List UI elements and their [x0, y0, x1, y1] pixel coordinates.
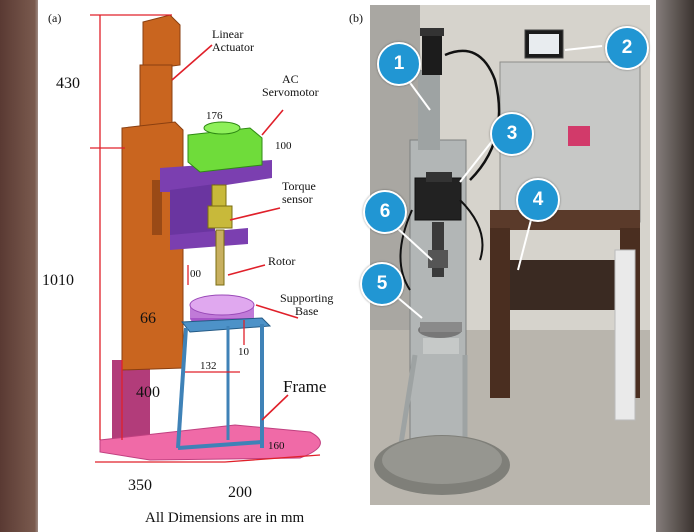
panel-a-label: (a): [48, 11, 62, 25]
marker-5: 5: [360, 262, 404, 306]
servomotor-flange: [203, 121, 241, 135]
bracket-web: [170, 184, 215, 244]
dimension-430: 430: [56, 75, 80, 92]
frame-base-plate: [99, 424, 321, 461]
dimension-160: 160: [268, 440, 285, 452]
torque-sensor-block: [207, 205, 233, 229]
dimension-100: 100: [275, 140, 292, 152]
dimension-10: 10: [238, 346, 249, 358]
lower-bracket: [170, 228, 248, 250]
callout-arrows: [171, 44, 299, 421]
linear-actuator-label: Linear Actuator: [212, 27, 254, 54]
marker-4: 4: [516, 178, 560, 222]
supporting-base-label: Supporting Base: [280, 291, 334, 318]
frame-column: [112, 360, 150, 440]
actuator-slot: [152, 180, 162, 235]
rotor-label: Rotor: [268, 254, 296, 268]
ac-servomotor-label: AC Servomotor: [262, 72, 319, 99]
marker-2: 2: [605, 26, 649, 70]
dimension-200: 200: [228, 484, 252, 501]
dimension-00: 00: [190, 268, 201, 280]
actuator-cap: [142, 14, 181, 71]
servomotor-body: [187, 127, 263, 173]
marker-6: 6: [363, 190, 407, 234]
dimension-132: 132: [200, 360, 217, 372]
rotor-shaft: [215, 229, 225, 286]
stand-leg-1: [176, 327, 188, 449]
stand-brace: [177, 440, 263, 450]
dimension-1010: 1010: [42, 272, 74, 289]
dimension-176: 176: [206, 110, 223, 122]
marker-1: 1: [377, 42, 421, 86]
frame-label: Frame: [283, 377, 327, 396]
dimension-350: 350: [128, 477, 152, 494]
photo-servomotor: [414, 177, 462, 221]
dimension-400: 400: [136, 384, 160, 401]
upper-bracket: [160, 160, 272, 192]
marker-3: 3: [490, 112, 534, 156]
dimension-lines: [90, 14, 321, 463]
dimensions-caption: All Dimensions are in mm: [145, 510, 305, 526]
actuator-motor: [422, 30, 442, 75]
marker-leaders: [396, 45, 603, 319]
dimension-66: 66: [140, 310, 156, 327]
torque-sensor-label: Torque sensor: [282, 179, 316, 206]
panel-b-label: (b): [349, 11, 363, 25]
desk: [490, 210, 640, 230]
rotor-disk-top: [189, 294, 255, 316]
